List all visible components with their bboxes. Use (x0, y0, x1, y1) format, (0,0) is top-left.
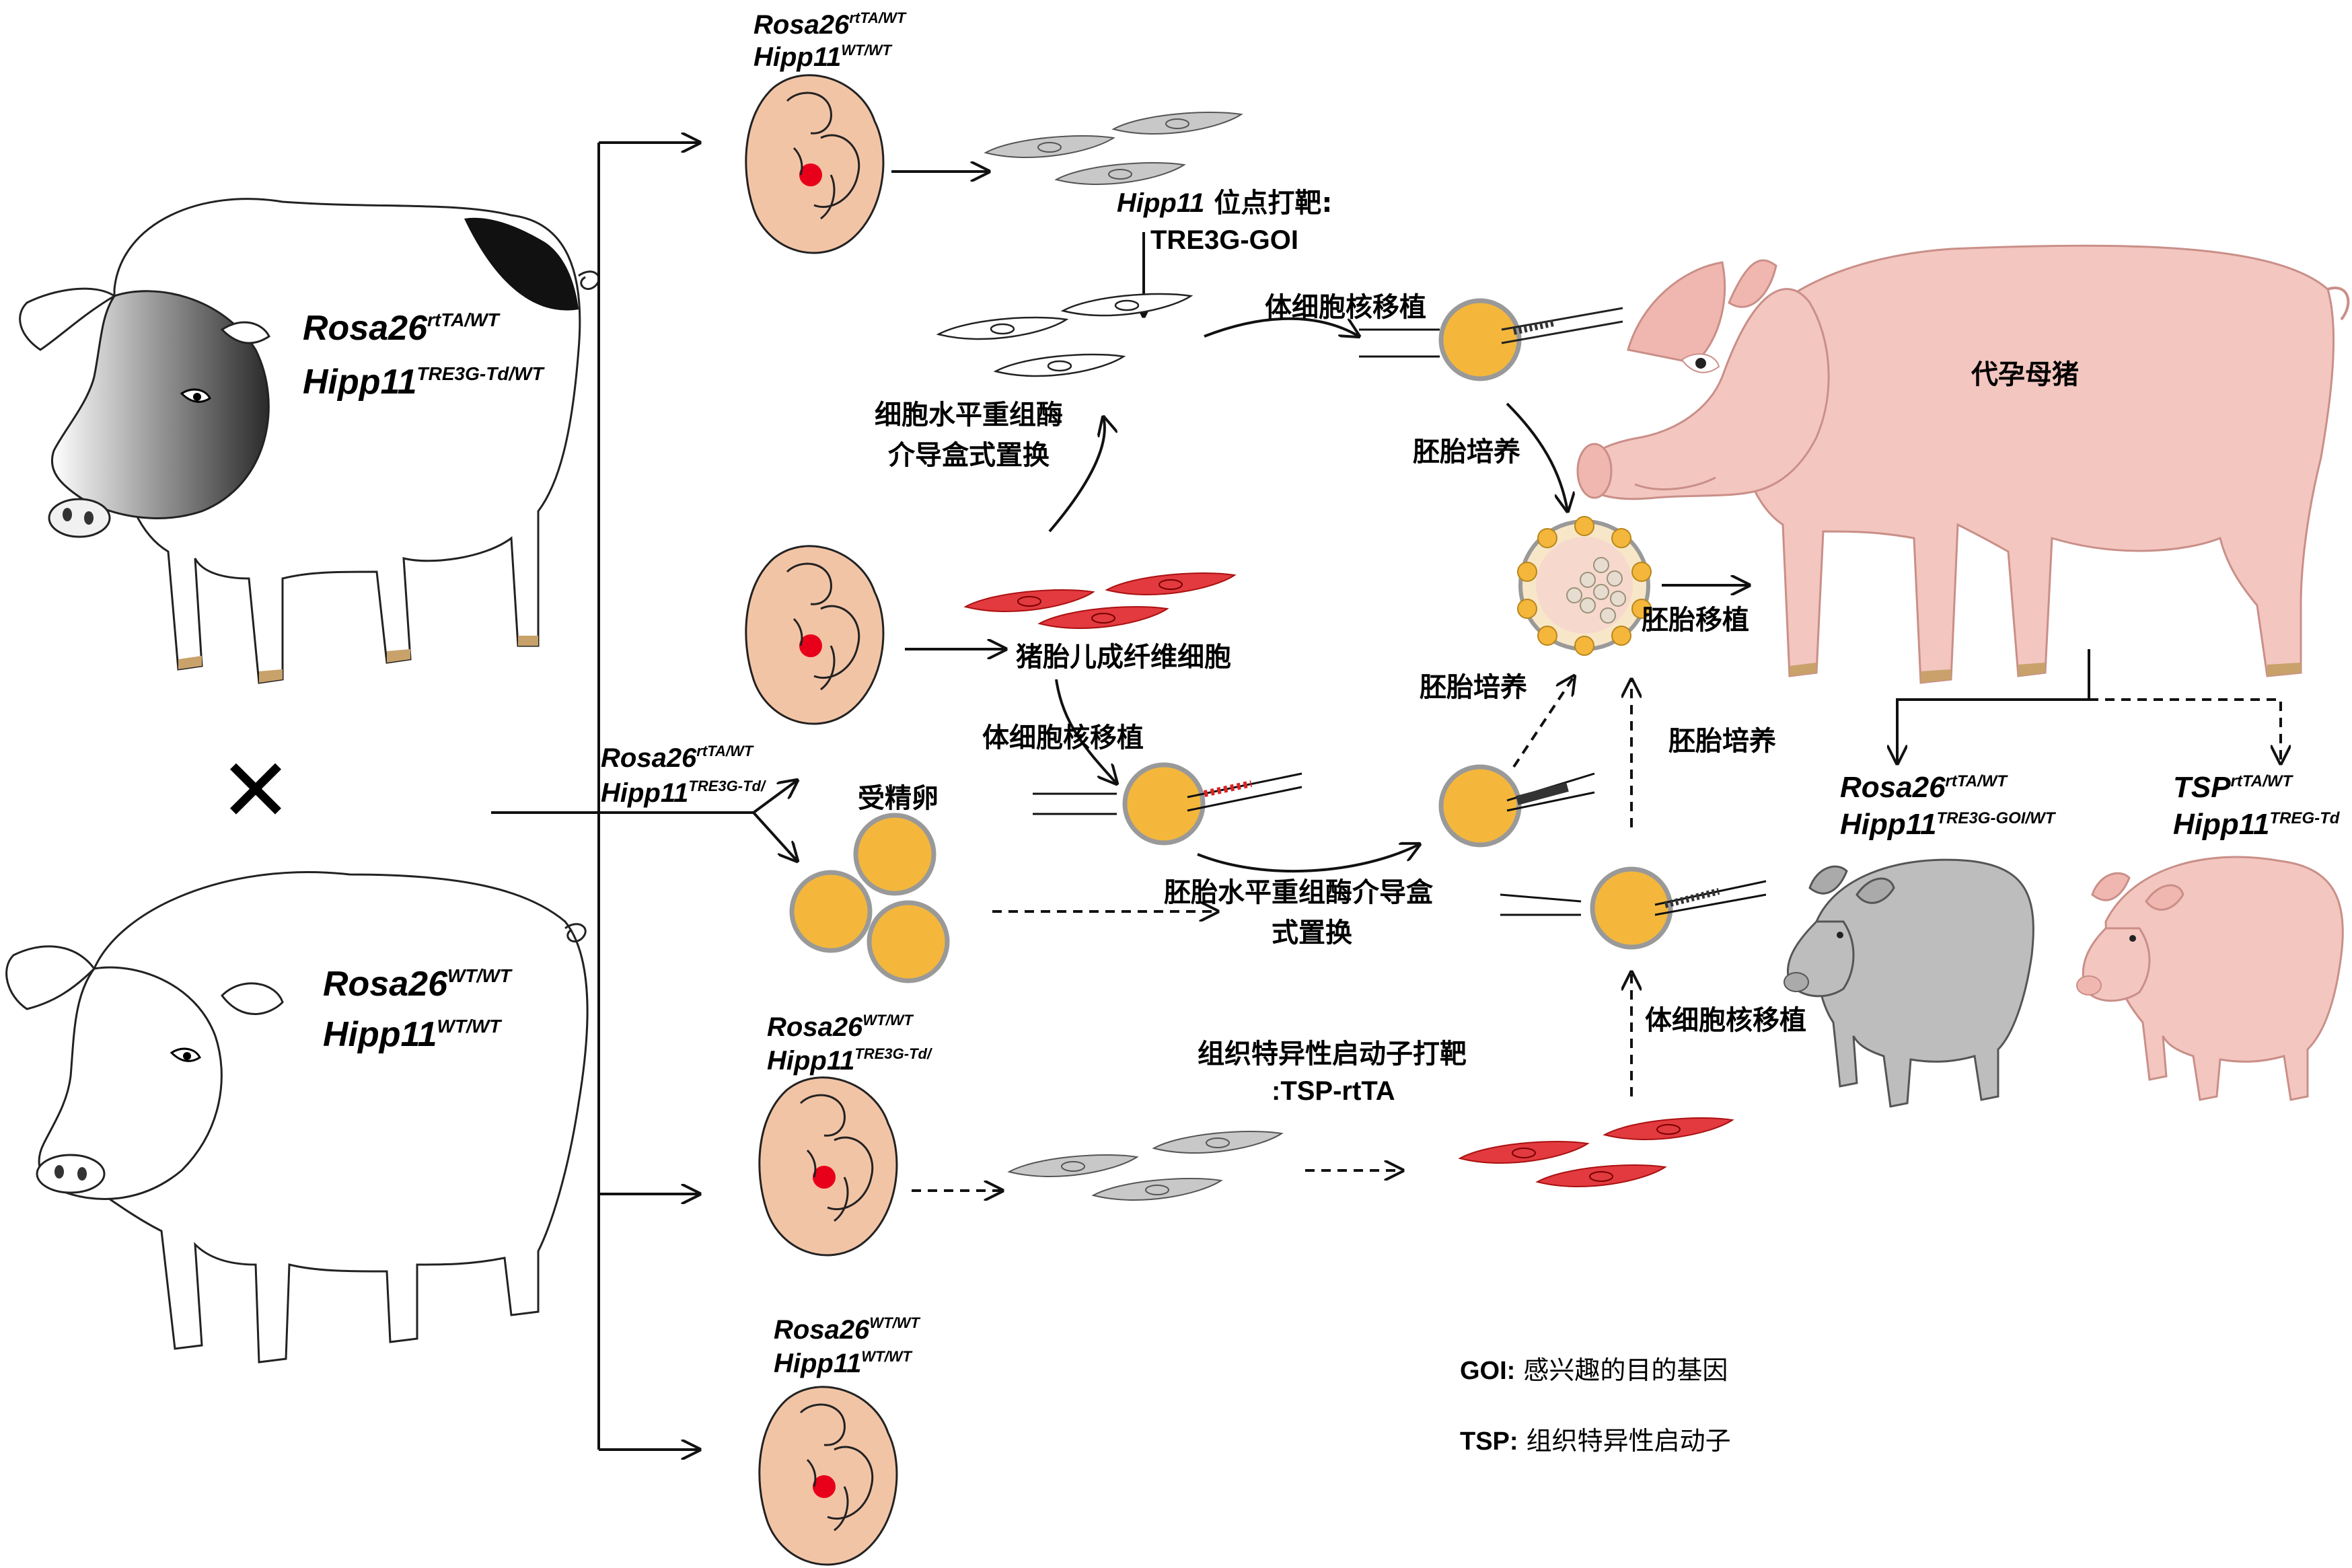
red-cell-3 (1039, 605, 1168, 630)
pipette-tip-top (1512, 320, 1555, 335)
e3-gene1: Rosa26WT/WT (767, 1012, 914, 1042)
rmce-embryo-label: 胚胎水平重组酶介导盒 式置换 (1164, 877, 1434, 948)
red-cell-6 (1537, 1164, 1666, 1188)
r2-gene1: TSPrtTA/WT (2173, 771, 2293, 804)
svg-text:胚胎水平重组酶介导盒: 胚胎水平重组酶介导盒 (1164, 877, 1434, 908)
white-cell-3 (994, 353, 1125, 377)
arrow-mid-to-right-oocyte (1197, 844, 1420, 873)
svg-text:式置换: 式置换 (1272, 918, 1352, 948)
parent-pig-spotted (19, 198, 600, 684)
embryo-3-genotype: Rosa26WT/WT Hipp11TRE3G-Td/ (767, 1012, 933, 1076)
result-2-genotype: TSPrtTA/WT Hipp11TREG-Td (2173, 771, 2341, 841)
oocyte-right-mid (1441, 767, 1519, 845)
p2-gene2: Hipp11WT/WT (323, 1015, 503, 1054)
legend-tsp: TSP: 组织特异性启动子 (1460, 1426, 1731, 1456)
injection-pipette-bottom (1654, 880, 1767, 916)
mid-branch-genotype: Rosa26rtTA/WT Hipp11TRE3G-Td/ (601, 743, 767, 808)
svg-text:介导盒式置换: 介导盒式置换 (888, 440, 1050, 471)
arrow-culture-1 (1506, 402, 1568, 511)
scnt-bottom-label: 体细胞核移植 (1645, 1005, 1806, 1036)
branch-lines (491, 143, 797, 1450)
surrogate-sow (1576, 244, 2350, 684)
e4-gene2: Hipp11WT/WT (774, 1348, 912, 1378)
gray-cell-1 (985, 135, 1114, 159)
scnt-mid-label: 体细胞核移植 (982, 722, 1144, 753)
svg-text:组织特异性启动子打靶: 组织特异性启动子打靶 (1198, 1039, 1467, 1070)
p1-gene1: Rosa26rtTA/WT (303, 309, 501, 348)
embryo-1 (745, 74, 885, 254)
cross-symbol: ✕ (219, 739, 293, 842)
holding-pipette-bottom (1500, 893, 1582, 916)
red-cell-2 (1106, 572, 1235, 596)
e3-gene2: Hipp11TRE3G-Td/ (767, 1045, 933, 1076)
zygote-label: 受精卵 (858, 783, 939, 814)
holding-pipette-mid (1033, 792, 1117, 815)
r1-gene1: Rosa26rtTA/WT (1840, 771, 2008, 804)
arrow-to-result-1 (1897, 649, 2090, 763)
embryo-2 (745, 545, 885, 725)
p1-gene2: Hipp11TRE3G-Td/WT (303, 363, 546, 402)
embryo-4-genotype: Rosa26WT/WT Hipp11WT/WT (774, 1314, 920, 1378)
embryo-culture-label-2: 胚胎培养 (1420, 672, 1527, 703)
embryo-3 (758, 1076, 898, 1257)
surrogate-label: 代孕母猪 (1971, 359, 2079, 390)
legend: GOI: 感兴趣的目的基因 TSP: 组织特异性启动子 (1460, 1355, 1731, 1456)
embryo-culture-label-1: 胚胎培养 (1413, 437, 1520, 468)
mid-gene2: Hipp11TRE3G-Td/ (601, 778, 767, 808)
svg-text::TSP-rtTA: :TSP-rtTA (1272, 1076, 1395, 1106)
r2-gene2: Hipp11TREG-Td (2173, 808, 2341, 841)
fibroblast-label: 猪胎儿成纤维细胞 (1016, 642, 1231, 673)
tsp-target-label: 组织特异性启动子打靶 :TSP-rtTA (1198, 1039, 1467, 1106)
red-cell-1 (965, 589, 1094, 613)
e1-gene2: Hipp11WT/WT (754, 42, 892, 72)
arrow-to-result-2 (2089, 698, 2281, 763)
r1-gene2: Hipp11TRE3G-GOI/WT (1840, 808, 2057, 841)
parent-pig-spotted-genotype: Rosa26rtTA/WT Hipp11TRE3G-Td/WT (303, 309, 546, 402)
gray-cell-2 (1113, 111, 1242, 135)
white-cell-1 (937, 316, 1068, 340)
pink-piglet (2076, 856, 2344, 1101)
oocyte-mid (1125, 765, 1203, 843)
svg-text:细胞水平重组酶: 细胞水平重组酶 (875, 400, 1063, 431)
scnt-top-label: 体细胞核移植 (1265, 292, 1426, 323)
result-1-genotype: Rosa26rtTA/WT Hipp11TRE3G-GOI/WT (1840, 771, 2057, 841)
red-cell-5 (1604, 1117, 1733, 1141)
gray-cell-4 (1008, 1154, 1138, 1178)
e1-gene1: Rosa26rtTA/WT (754, 9, 907, 40)
pipette-tip-mid (1203, 780, 1253, 797)
oocyte-top (1441, 301, 1519, 379)
arrow-scnt-top (1204, 317, 1359, 336)
oocyte-bottom (1592, 869, 1670, 947)
gray-cell-3 (1056, 161, 1185, 186)
arrow-scnt-mid (1055, 679, 1117, 784)
zygote-3 (869, 903, 947, 981)
gray-piglet (1784, 858, 2034, 1108)
red-cell-4 (1459, 1140, 1588, 1164)
embryo-4 (758, 1386, 898, 1566)
tre3g-goi-label: TRE3G-GOI (1150, 225, 1298, 255)
pipette-tip-right (1516, 782, 1569, 805)
embryo-culture-label-3: 胚胎培养 (1668, 726, 1776, 757)
embryo-1-genotype: Rosa26rtTA/WT Hipp11WT/WT (754, 9, 907, 72)
white-cell-2 (1062, 293, 1192, 317)
e4-gene1: Rosa26WT/WT (774, 1314, 920, 1345)
embryo-transfer-label: 胚胎移植 (1642, 605, 1749, 636)
gray-cell-5 (1153, 1130, 1282, 1154)
legend-goi: GOI: 感兴趣的目的基因 (1460, 1355, 1728, 1385)
holding-pipette-top (1359, 328, 1440, 358)
mid-gene1: Rosa26rtTA/WT (601, 743, 754, 773)
hipp11-target-label: Hipp11 位点打靶: (1117, 188, 1332, 219)
p2-gene1: Rosa26WT/WT (323, 965, 513, 1004)
blastocyst (1517, 516, 1652, 656)
parent-pig-white (5, 871, 589, 1364)
zygote-1 (856, 815, 934, 893)
arrow-rmce-curve (1048, 417, 1105, 533)
arrow-culture-2-dashed (1512, 676, 1574, 768)
gray-cell-6 (1093, 1177, 1222, 1201)
rmce-cell-label: 细胞水平重组酶 介导盒式置换 (875, 400, 1063, 471)
pipette-tip-bottom (1664, 888, 1720, 908)
zygote-2 (792, 872, 870, 950)
parent-pig-white-genotype: Rosa26WT/WT Hipp11WT/WT (323, 965, 513, 1054)
